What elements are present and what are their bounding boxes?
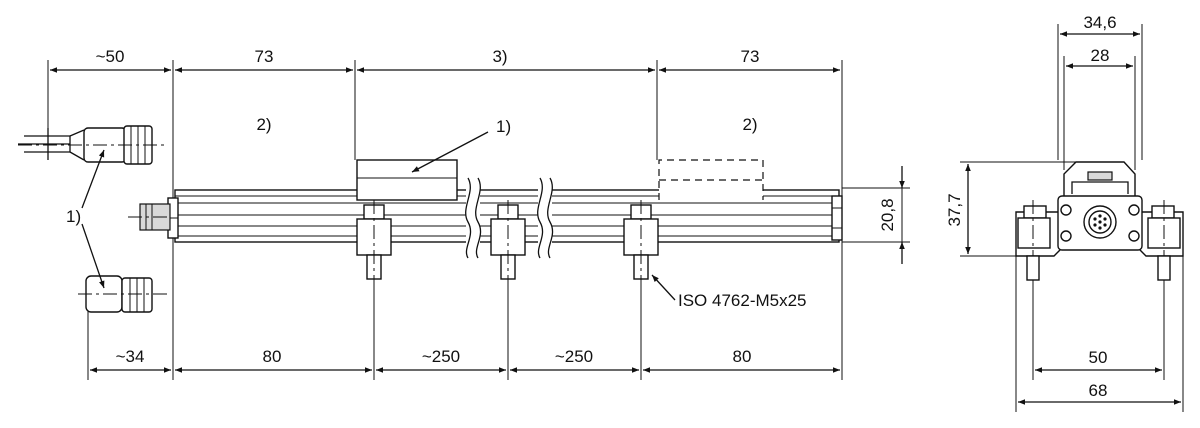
side-view-profile [1015, 161, 1184, 285]
dim-bottom-250-a: ~250 [422, 347, 460, 366]
screw-leader [651, 274, 676, 301]
slider-solid [356, 159, 458, 201]
dim-bottom-80-left: 80 [263, 347, 282, 366]
cable-connector-angled [78, 275, 168, 313]
dim-top-left-73: 73 [255, 47, 274, 66]
dim-top-right-73: 73 [741, 47, 760, 66]
label-1-slider: 1) [496, 117, 511, 136]
dim-height: 20,8 [878, 198, 897, 231]
rail-connector [128, 203, 171, 231]
side-view-dimensions [960, 24, 1184, 412]
dim-side-height: 37,7 [945, 193, 964, 226]
cable-connector-straight [18, 125, 168, 165]
dim-top-mid: 3) [492, 47, 507, 66]
mounting-clamp-2 [490, 200, 526, 282]
screw-spec-label: ISO 4762-M5x25 [678, 291, 807, 310]
dim-side-outer: 34,6 [1083, 13, 1116, 32]
mounting-clamp-3 [623, 200, 659, 282]
break-marks [465, 177, 554, 259]
dim-top-cable: ~50 [96, 47, 125, 66]
dim-bottom-250-b: ~250 [555, 347, 593, 366]
label-1-connector: 1) [66, 207, 81, 226]
dim-side-50: 50 [1089, 348, 1108, 367]
dim-side-68: 68 [1089, 381, 1108, 400]
dim-side-inner: 28 [1091, 46, 1110, 65]
slider-dashed [658, 159, 764, 200]
dim-bottom-80-right: 80 [733, 347, 752, 366]
connector-leader-top [81, 149, 105, 209]
connector-leader-bottom [81, 223, 105, 289]
slider-leader [411, 131, 489, 173]
mounting-clamp-1 [356, 200, 392, 282]
label-2-left: 2) [256, 115, 271, 134]
dim-bottom-left: ~34 [116, 347, 145, 366]
label-2-right: 2) [742, 115, 757, 134]
